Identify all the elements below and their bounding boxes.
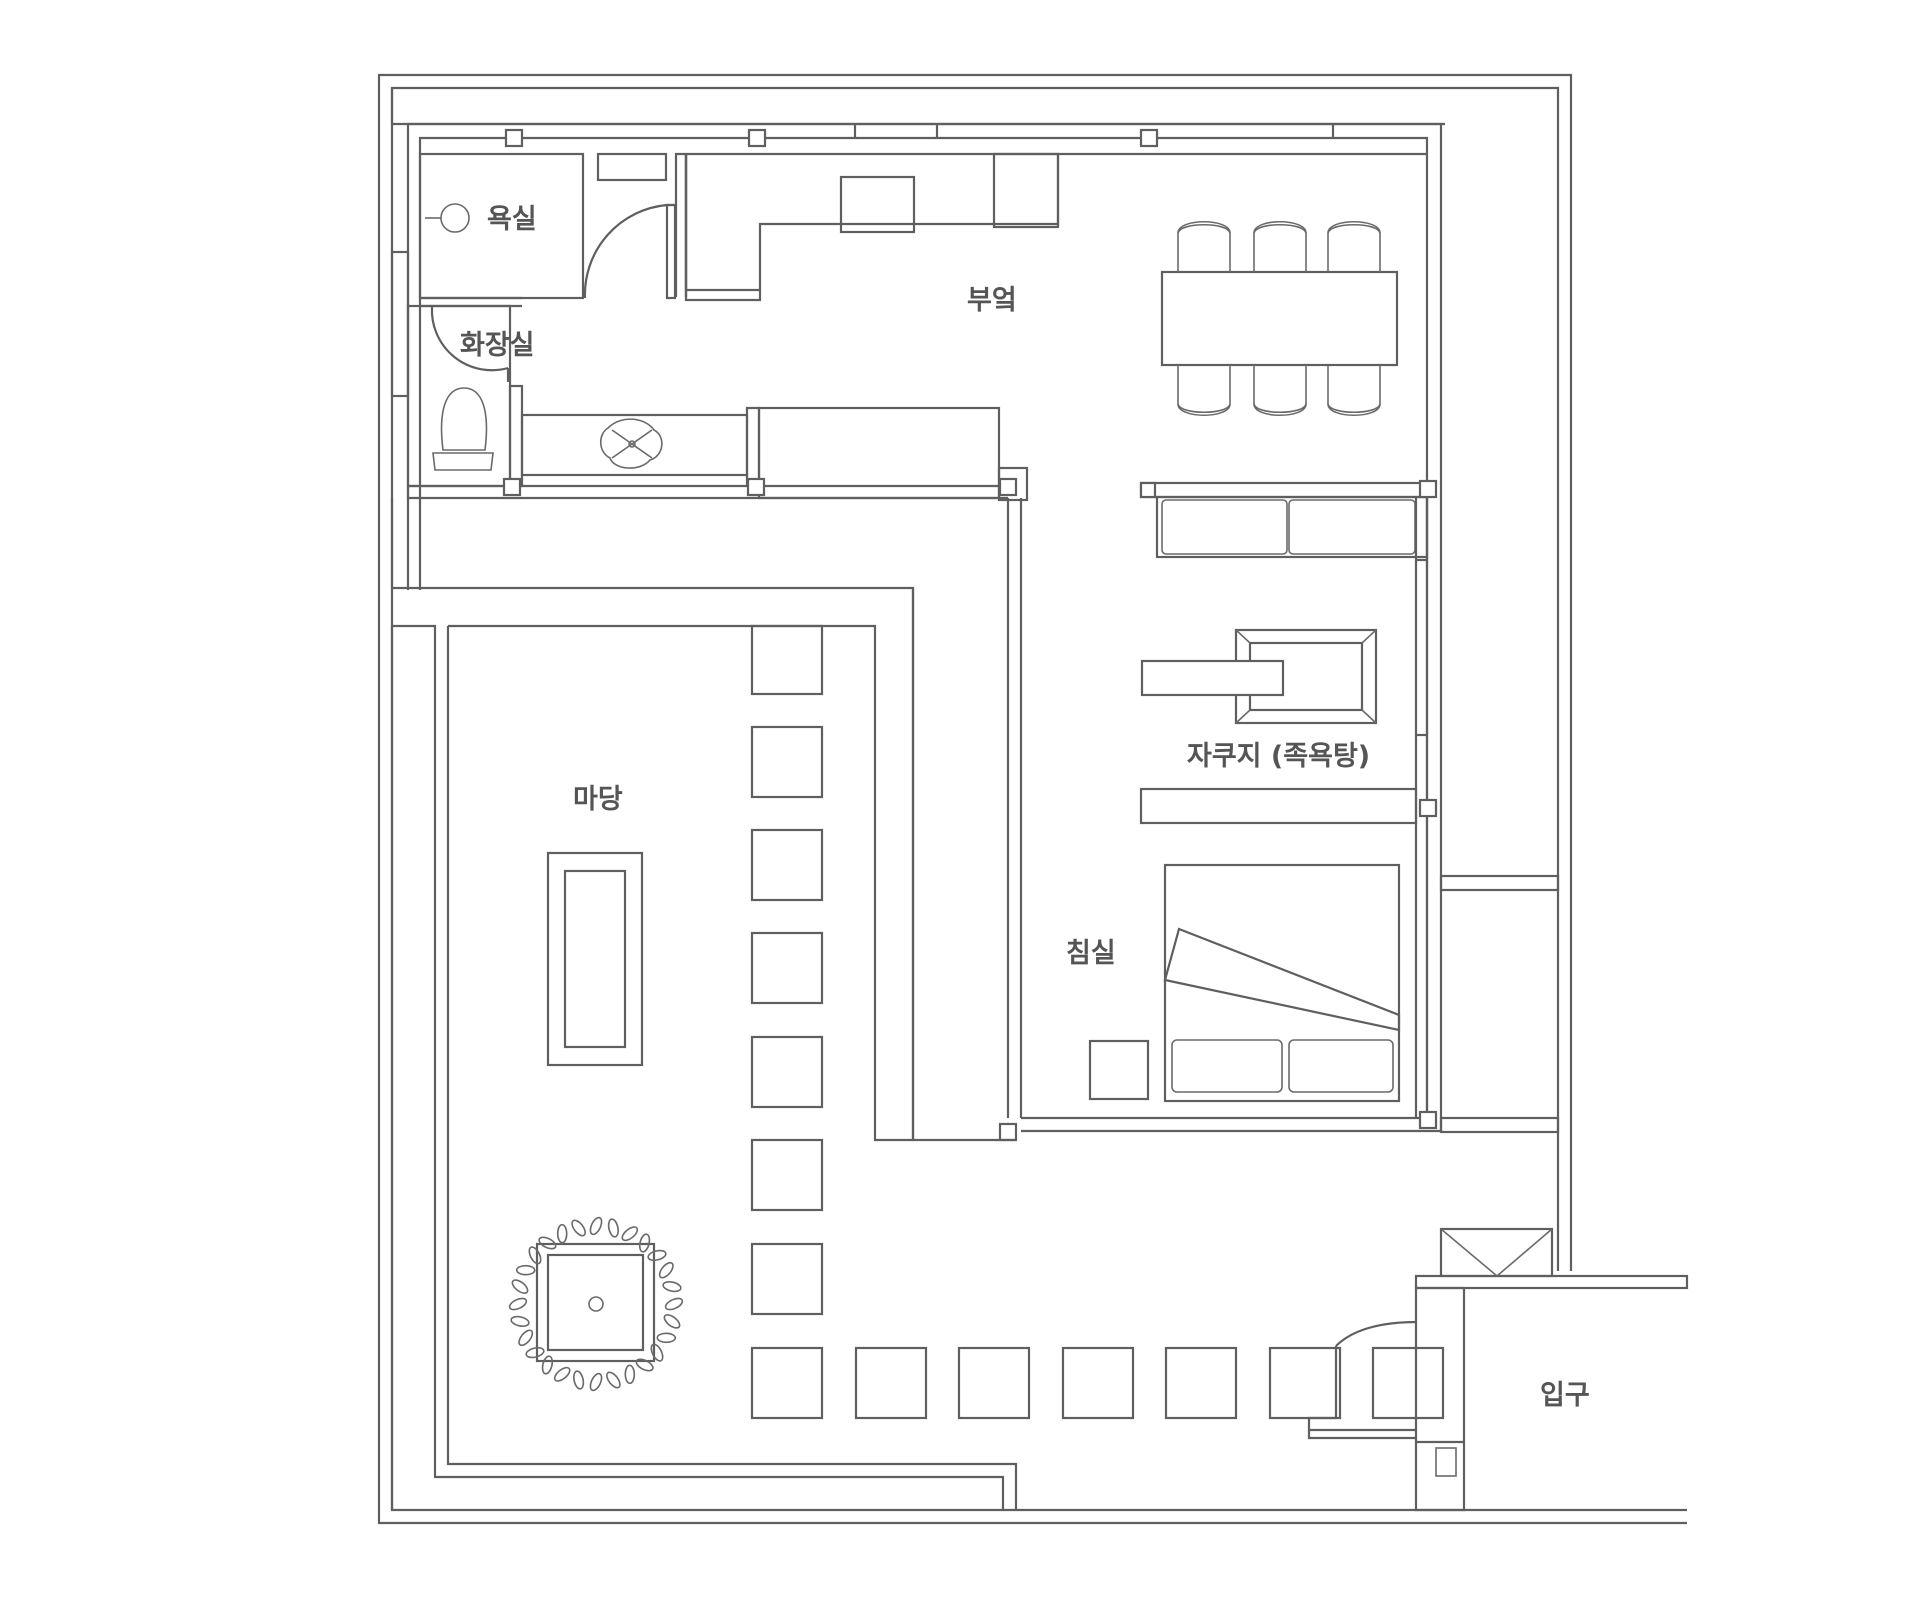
dining-table (1160, 270, 1399, 367)
leaf (647, 1249, 667, 1262)
yard-bench (546, 851, 644, 1067)
bed (1088, 863, 1401, 1103)
leaf (664, 1297, 684, 1311)
jacuzzi (1139, 628, 1418, 825)
leaf (658, 1261, 674, 1279)
house-outline (406, 122, 1443, 1133)
leaf (571, 1219, 586, 1237)
leaf (511, 1279, 529, 1294)
sofa (1139, 479, 1438, 559)
label-bath: 욕실 (487, 204, 537, 235)
nightstand (1088, 1039, 1150, 1101)
leaf (589, 1216, 603, 1236)
toilet-icon (432, 387, 494, 471)
leaf (541, 1355, 554, 1375)
label-yard: 마당 (573, 784, 623, 815)
leaf (589, 1372, 603, 1392)
tree-icon (508, 1216, 684, 1392)
leaf (624, 1364, 636, 1385)
stepping-stones (750, 624, 1445, 1420)
toilet-door-arc-icon (430, 306, 509, 372)
label-kitchen: 부엌 (967, 285, 1017, 316)
entrance-area (1307, 1227, 1554, 1512)
dining-set (1160, 220, 1399, 417)
leaf (538, 1236, 557, 1250)
leaf (663, 1314, 681, 1329)
leaf (573, 1370, 585, 1390)
leaf (656, 1332, 677, 1344)
shower-drain-icon (440, 203, 470, 233)
interior-walls (998, 497, 1560, 1142)
leaf (508, 1297, 528, 1311)
label-jacuzzi: 자쿠지 (족욕탕) (1187, 741, 1370, 772)
yard-walls (390, 498, 1018, 1510)
leaf (525, 1346, 545, 1359)
entrance-door-arc-icon (1335, 1320, 1417, 1347)
sink-icon (599, 418, 663, 469)
label-entrance: 입구 (1540, 1380, 1590, 1411)
leaf (606, 1371, 621, 1389)
leaf (556, 1223, 568, 1244)
leaf (515, 1264, 536, 1276)
kitchen-counters (406, 152, 1427, 502)
leaf (638, 1233, 651, 1253)
room-labels: 욕실 화장실 부엌 자쿠지 (족욕탕) 마당 침실 입구 (460, 204, 1590, 1411)
leaf (528, 1246, 542, 1265)
label-toilet: 화장실 (460, 330, 535, 361)
leaf (621, 1226, 639, 1242)
label-bedroom: 침실 (1066, 938, 1116, 969)
leaf (650, 1343, 664, 1362)
leaf (607, 1218, 619, 1238)
leaf (518, 1329, 534, 1347)
leaf (553, 1366, 571, 1382)
leaf (635, 1358, 654, 1372)
leaf (662, 1281, 682, 1293)
leaf (510, 1315, 530, 1327)
bath-door-arc-icon (583, 203, 668, 299)
